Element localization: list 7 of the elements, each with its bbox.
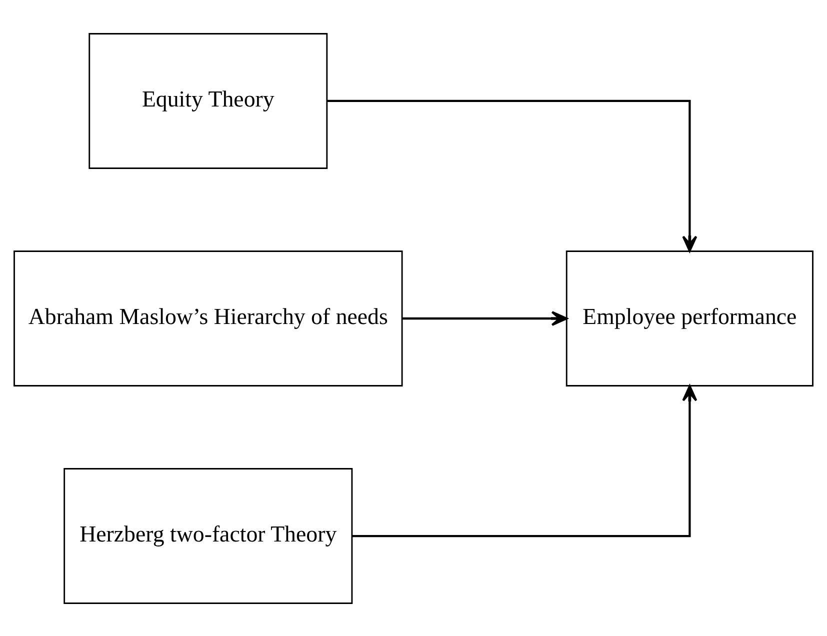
node-box: Equity Theory bbox=[88, 32, 328, 168]
node-box: Herzberg two-factor Theory bbox=[64, 468, 353, 604]
arrow bbox=[402, 310, 568, 326]
arrow bbox=[327, 99, 698, 252]
node-box: Abraham Maslow’s Hierarchy of needs bbox=[14, 250, 403, 386]
node-box: Employee performance bbox=[566, 250, 814, 386]
arrow bbox=[352, 384, 698, 537]
